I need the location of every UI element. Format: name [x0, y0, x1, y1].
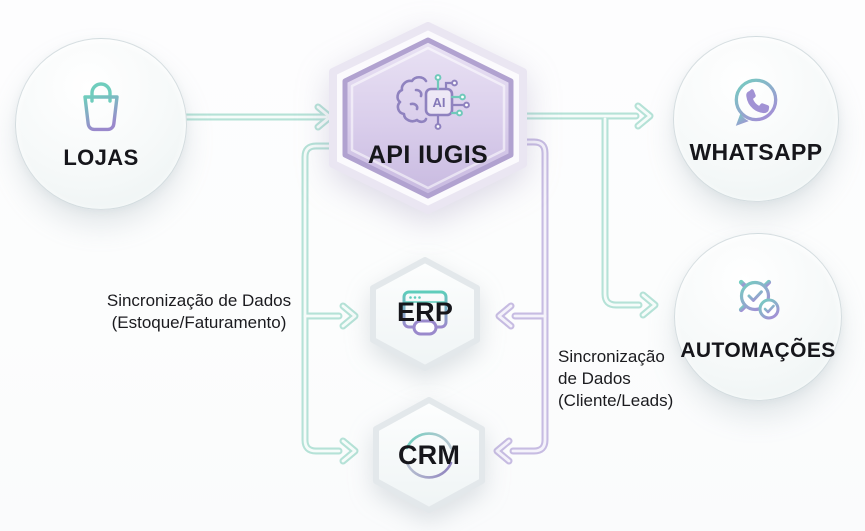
crm-hexagon-shape	[373, 397, 485, 513]
sync-right-label: Sincronização de Dados (Cliente/Leads)	[558, 346, 708, 411]
automacoes-label: AUTOMAÇÕES	[680, 338, 836, 362]
sync-right-line3: (Cliente/Leads)	[558, 390, 674, 410]
teal-connector-cores	[182, 104, 657, 463]
sync-right-line1: Sincronização	[558, 347, 665, 366]
purple-connector-cores	[495, 140, 547, 463]
sync-arcs-icon	[405, 432, 453, 479]
node-lojas: LOJAS	[15, 38, 187, 210]
shopping-bag-icon	[83, 82, 119, 132]
erp-label: ERP	[396, 297, 454, 327]
api-iugis-label: API IUGIS	[367, 140, 489, 169]
lojas-label: LOJAS	[63, 145, 139, 170]
node-crm: CRM	[368, 395, 490, 515]
whatsapp-icon	[734, 78, 778, 126]
node-api-iugis: AI API IUGIS	[325, 20, 531, 216]
erp-hexagon-shape	[370, 257, 480, 371]
gear-check-icon	[733, 273, 780, 319]
sync-right-line2: de Dados	[558, 368, 631, 388]
sync-left-label: Sincronização de Dados (Estoque/Faturame…	[88, 290, 310, 334]
node-whatsapp: WHATSAPP	[673, 36, 839, 202]
sync-left-line2: (Estoque/Faturamento)	[111, 312, 287, 332]
ai-brain-chip-icon: AI	[396, 73, 470, 130]
api-hexagon-shape	[329, 22, 527, 214]
node-erp: ERP	[365, 255, 485, 373]
sync-left-line1: Sincronização de Dados	[106, 291, 292, 310]
browser-window-icon	[402, 290, 448, 336]
whatsapp-label: WHATSAPP	[689, 138, 823, 165]
ai-chip-text: AI	[433, 95, 446, 110]
node-automacoes: AUTOMAÇÕES	[674, 233, 842, 401]
crm-label: CRM	[397, 440, 461, 470]
